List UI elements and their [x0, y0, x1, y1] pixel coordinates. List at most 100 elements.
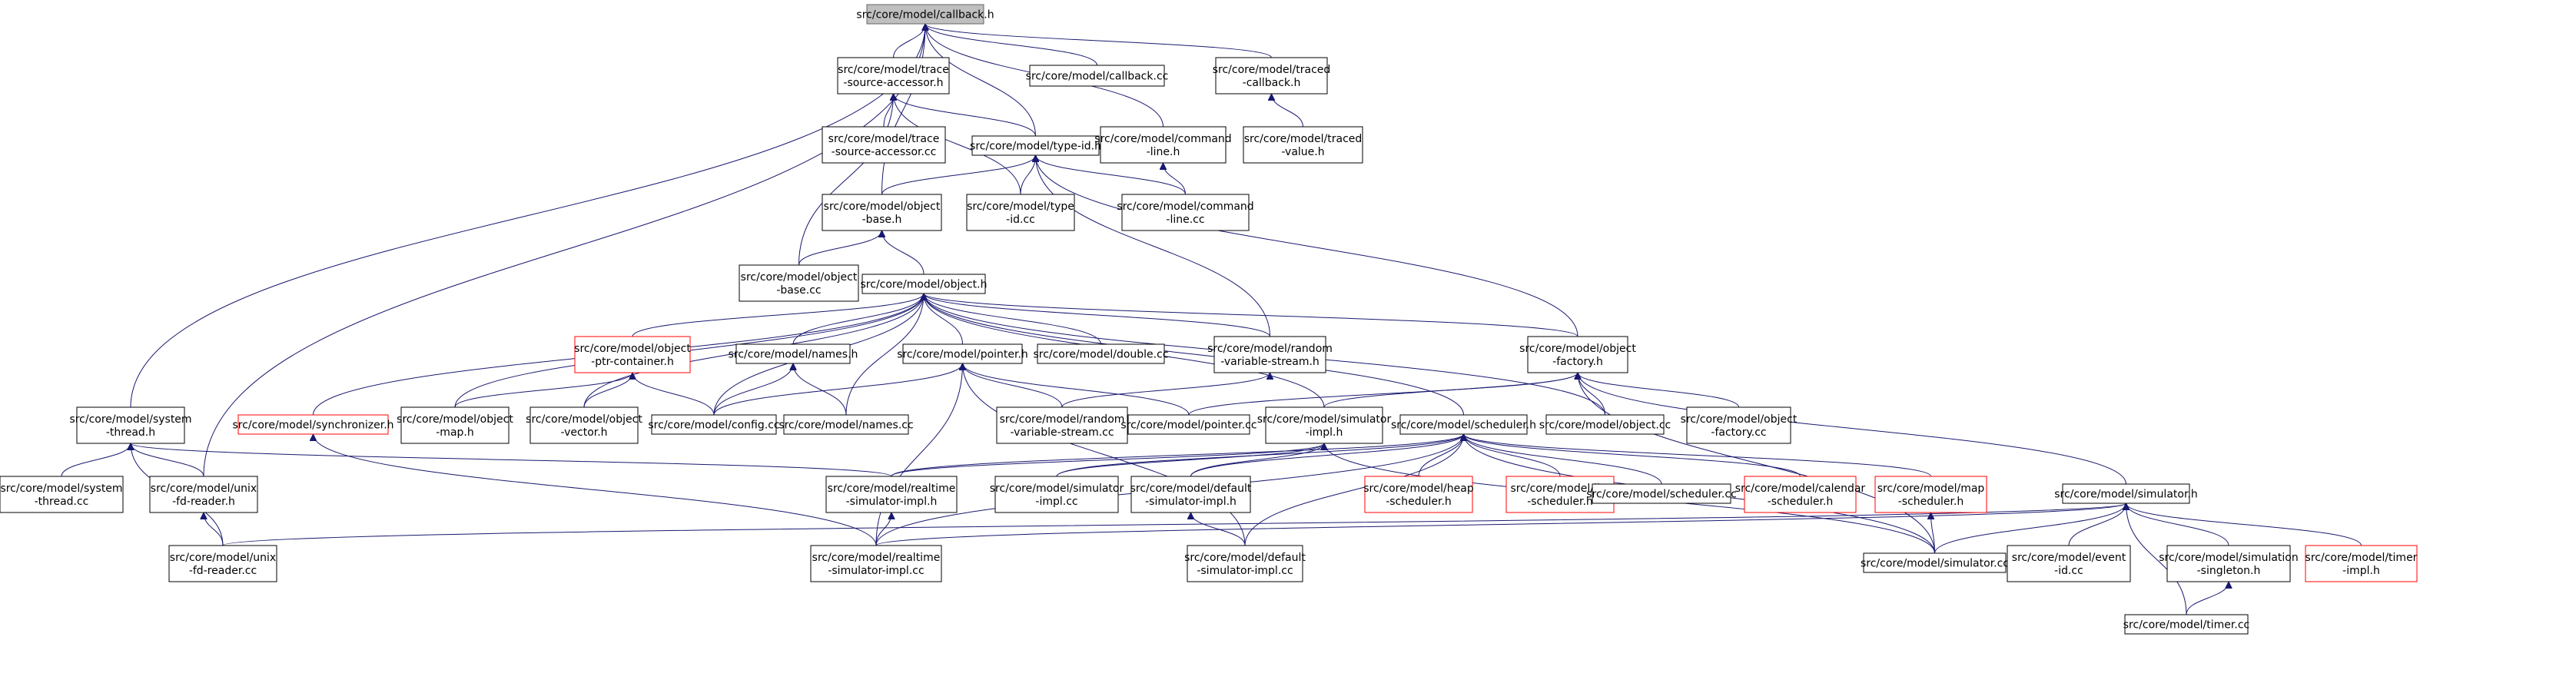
- node-box[interactable]: [2305, 545, 2418, 582]
- node-double_cc[interactable]: src/core/model/double.cc: [1033, 343, 1169, 364]
- node-sys_thread_cc[interactable]: src/core/model/system-thread.cc: [0, 476, 124, 513]
- node-rt_sim_h[interactable]: src/core/model/realtime-simulator-impl.h: [825, 476, 958, 513]
- node-box[interactable]: [866, 4, 984, 25]
- node-cmd_line_cc[interactable]: src/core/model/command-line.cc: [1117, 194, 1254, 231]
- node-callback_h[interactable]: src/core/model/callback.h: [856, 4, 994, 25]
- node-box[interactable]: [1037, 343, 1165, 364]
- node-object_cc[interactable]: src/core/model/object.cc: [1539, 414, 1671, 435]
- node-synchr_h[interactable]: src/core/model/synchronizer.h: [232, 414, 394, 435]
- node-box[interactable]: [76, 406, 185, 444]
- node-box[interactable]: [861, 274, 986, 294]
- node-pointer_cc[interactable]: src/core/model/pointer.cc: [1120, 414, 1257, 435]
- node-timer_cc[interactable]: src/core/model/timer.cc: [2123, 614, 2249, 635]
- node-cal_h[interactable]: src/core/model/calendar-scheduler.h: [1735, 476, 1866, 513]
- node-box[interactable]: [1130, 476, 1251, 513]
- node-def_sim_cc[interactable]: src/core/model/default-simulator-impl.cc: [1184, 545, 1306, 582]
- edge-unix_fd_h-to-callback_h: [203, 24, 925, 477]
- node-box[interactable]: [529, 406, 639, 444]
- node-box[interactable]: [783, 414, 909, 435]
- node-object_h[interactable]: src/core/model/object.h: [861, 274, 988, 294]
- node-rt_sim_cc[interactable]: src/core/model/realtime-simulator-impl.c…: [810, 545, 942, 582]
- node-sim_impl_cc[interactable]: src/core/model/simulator-impl.cc: [990, 476, 1124, 513]
- node-type_id_cc[interactable]: src/core/model/type-id.cc: [966, 194, 1075, 231]
- node-box[interactable]: [822, 126, 946, 164]
- node-box[interactable]: [1874, 476, 1987, 513]
- node-box[interactable]: [1243, 126, 1363, 164]
- node-trace_src_h[interactable]: src/core/model/trace-source-accessor.h: [837, 57, 950, 95]
- node-box[interactable]: [1399, 414, 1528, 435]
- node-obj_fact_cc[interactable]: src/core/model/object-factory.cc: [1681, 406, 1798, 444]
- node-obj_vec_h[interactable]: src/core/model/object-vector.h: [526, 406, 642, 444]
- node-config_cc[interactable]: src/core/model/config.cc: [648, 414, 780, 435]
- node-heap_h[interactable]: src/core/model/heap-scheduler.h: [1363, 476, 1474, 513]
- node-box[interactable]: [1863, 552, 2007, 573]
- node-type_id_h[interactable]: src/core/model/type-id.h: [970, 135, 1101, 156]
- node-event_id_cc[interactable]: src/core/model/event-id.cc: [2007, 545, 2131, 582]
- node-box[interactable]: [810, 545, 942, 582]
- node-box[interactable]: [1545, 414, 1665, 435]
- node-box[interactable]: [1265, 406, 1383, 444]
- node-trace_src_cc[interactable]: src/core/model/trace-source-accessor.cc: [822, 126, 946, 164]
- node-obj_map_h[interactable]: src/core/model/object-map.h: [397, 406, 513, 444]
- node-box[interactable]: [1592, 483, 1731, 504]
- node-obj_fact_h[interactable]: src/core/model/object-factory.h: [1519, 336, 1636, 373]
- node-box[interactable]: [902, 343, 1023, 364]
- node-box[interactable]: [2007, 545, 2131, 582]
- node-obj_base_h[interactable]: src/core/model/object-base.h: [822, 194, 942, 231]
- node-sched_h[interactable]: src/core/model/scheduler.h: [1391, 414, 1536, 435]
- node-names_h[interactable]: src/core/model/names.h: [729, 343, 858, 364]
- node-unix_fd_h[interactable]: src/core/model/unix-fd-reader.h: [149, 476, 258, 513]
- node-timer_impl_h[interactable]: src/core/model/timer-impl.h: [2305, 545, 2418, 582]
- node-simulator_cc[interactable]: src/core/model/simulator.cc: [1861, 552, 2009, 573]
- node-box[interactable]: [996, 406, 1128, 444]
- node-box[interactable]: [651, 414, 777, 435]
- node-sim_single_h[interactable]: src/core/model/simulation-singleton.h: [2159, 545, 2299, 582]
- node-box[interactable]: [400, 406, 510, 444]
- node-cmd_line_h[interactable]: src/core/model/command-line.h: [1094, 126, 1232, 164]
- node-box[interactable]: [168, 545, 277, 582]
- node-box[interactable]: [1127, 414, 1250, 435]
- node-map_h[interactable]: src/core/model/map-scheduler.h: [1874, 476, 1987, 513]
- node-box[interactable]: [1215, 57, 1328, 95]
- node-box[interactable]: [0, 476, 124, 513]
- node-sys_thread_h[interactable]: src/core/model/system-thread.h: [69, 406, 192, 444]
- node-box[interactable]: [1187, 545, 1303, 582]
- node-rand_var_h[interactable]: src/core/model/random-variable-stream.h: [1207, 336, 1333, 373]
- node-box[interactable]: [735, 343, 851, 364]
- node-pointer_h[interactable]: src/core/model/pointer.h: [897, 343, 1028, 364]
- node-ptr_cont_h[interactable]: src/core/model/object-ptr-container.h: [574, 336, 691, 373]
- node-box[interactable]: [1686, 406, 1791, 444]
- node-box[interactable]: [1744, 476, 1857, 513]
- node-box[interactable]: [966, 194, 1075, 231]
- node-obj_base_cc[interactable]: src/core/model/object-base.cc: [739, 264, 859, 302]
- node-box[interactable]: [1121, 194, 1250, 231]
- node-unix_fd_cc[interactable]: src/core/model/unix-fd-reader.cc: [168, 545, 277, 582]
- node-box[interactable]: [1364, 476, 1473, 513]
- node-names_cc[interactable]: src/core/model/names.cc: [778, 414, 914, 435]
- node-box[interactable]: [149, 476, 258, 513]
- node-sim_impl_h[interactable]: src/core/model/simulator-impl.h: [1257, 406, 1392, 444]
- node-box[interactable]: [1527, 336, 1628, 373]
- node-simulator_h[interactable]: src/core/model/simulator.h: [2054, 483, 2198, 504]
- node-traced_cb_h[interactable]: src/core/model/traced-callback.h: [1213, 57, 1331, 95]
- node-box[interactable]: [994, 476, 1119, 513]
- node-traced_val_h[interactable]: src/core/model/traced-value.h: [1243, 126, 1363, 164]
- node-box[interactable]: [2166, 545, 2291, 582]
- node-sched_cc[interactable]: src/core/model/scheduler.cc: [1586, 483, 1737, 504]
- node-box[interactable]: [2062, 483, 2190, 504]
- node-box[interactable]: [574, 336, 691, 373]
- node-label: -vector.h: [560, 426, 607, 439]
- node-def_sim_h[interactable]: src/core/model/default-simulator-impl.h: [1130, 476, 1252, 513]
- node-box[interactable]: [237, 414, 389, 435]
- node-box[interactable]: [825, 476, 958, 513]
- node-box[interactable]: [739, 264, 859, 302]
- node-box[interactable]: [1029, 65, 1165, 87]
- node-box[interactable]: [1213, 336, 1326, 373]
- node-rand_var_cc[interactable]: src/core/model/random-variable-stream.cc: [996, 406, 1128, 444]
- node-box[interactable]: [2124, 614, 2249, 635]
- node-callback_cc[interactable]: src/core/model/callback.cc: [1026, 65, 1169, 87]
- node-box[interactable]: [971, 135, 1100, 156]
- node-box[interactable]: [837, 57, 950, 95]
- node-box[interactable]: [822, 194, 942, 231]
- node-box[interactable]: [1100, 126, 1227, 164]
